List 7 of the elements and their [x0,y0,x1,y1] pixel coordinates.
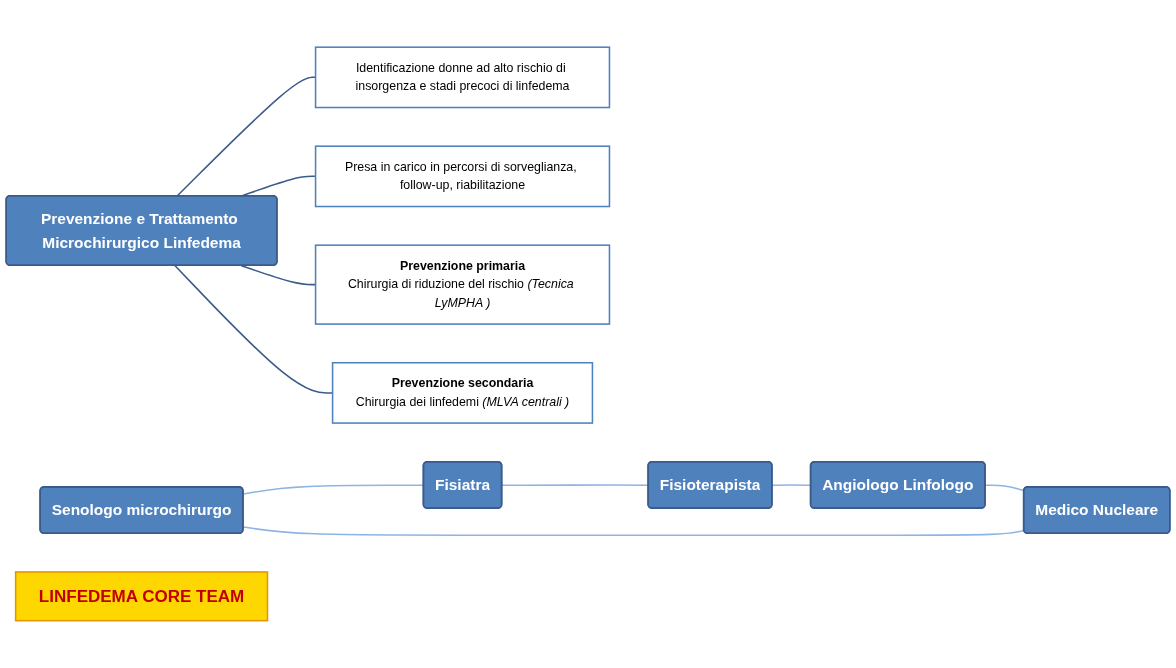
node-box: Identificazione donne ad alto rischio di insorgenza e stadi precoci di linfedema [314,46,611,109]
connector [242,526,1025,537]
node-box: LINFEDEMA CORE TEAM [14,571,269,622]
connector [984,484,1025,492]
node-box: Prevenzione secondaria Chirurgia dei linfedemi (MLVA centrali ) [331,362,594,424]
node-box: Prevenzione primaria Chirurgia di riduzione del rischio (Tecnica LyMPHA ) [314,244,611,325]
node-box: Presa in carico in percorsi di sorveglianza, follow-up, riabilitazione [314,145,611,208]
